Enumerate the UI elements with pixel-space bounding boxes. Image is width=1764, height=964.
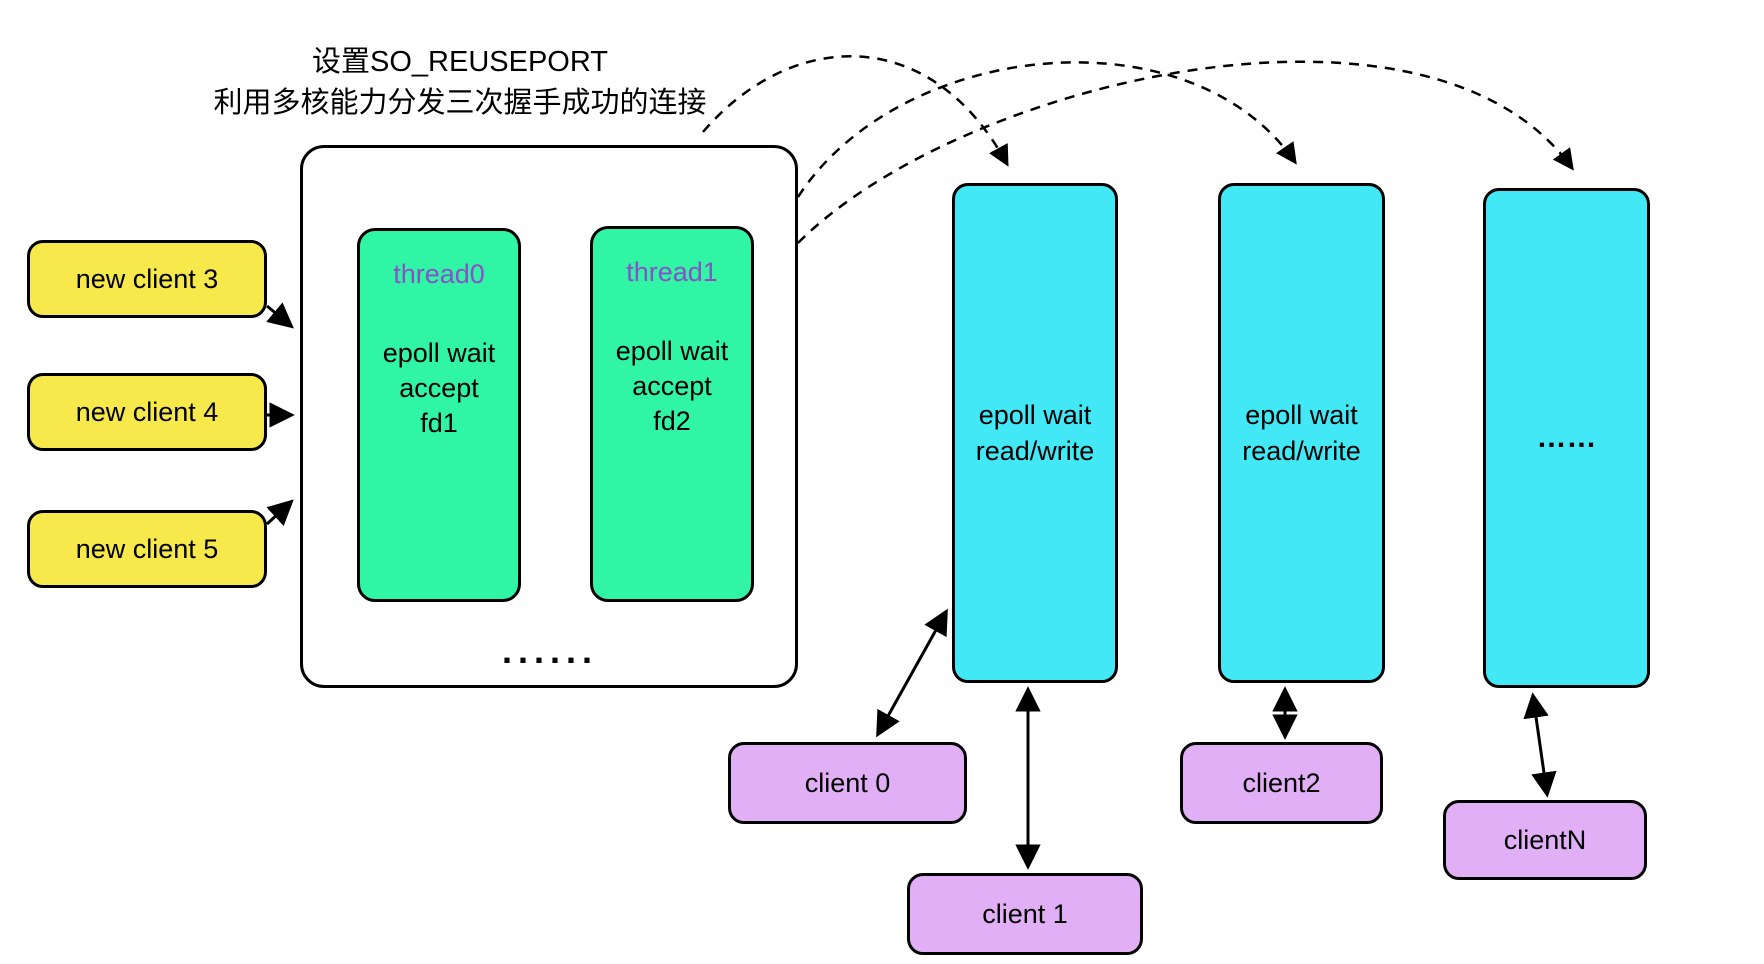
diagram-title: 设置SO_REUSEPORT 利用多核能力分发三次握手成功的连接 bbox=[165, 42, 755, 124]
title-line-1: 设置SO_REUSEPORT bbox=[312, 46, 608, 78]
new-client-5-box: new client 5 bbox=[27, 510, 267, 588]
more-workers-box: …… bbox=[1483, 188, 1650, 688]
client-2-box: client2 bbox=[1180, 742, 1383, 824]
worker2-body: epoll wait read/write bbox=[1242, 400, 1361, 466]
worker3-clientN-arrow bbox=[1523, 692, 1557, 798]
new-client-3-label: new client 3 bbox=[75, 263, 219, 294]
worker2-box: epoll wait read/write bbox=[1218, 183, 1385, 683]
thread1-box: thread1 epoll wait accept fd2 bbox=[590, 226, 754, 602]
client-1-label: client 1 bbox=[982, 898, 1068, 929]
more-threads-ellipsis: ...... bbox=[501, 630, 598, 671]
new-client-5-label: new client 5 bbox=[75, 533, 219, 564]
dispatch-arrow-worker2 bbox=[796, 61, 1297, 198]
thread1-label: thread1 bbox=[626, 257, 718, 287]
worker1-body: epoll wait read/write bbox=[975, 400, 1095, 466]
thread0-box: thread0 epoll wait accept fd1 bbox=[357, 228, 521, 602]
worker1-box: epoll wait read/write bbox=[952, 183, 1118, 683]
client-2-label: client2 bbox=[1242, 767, 1321, 798]
client-0-label: client 0 bbox=[804, 767, 891, 798]
worker1-client0-arrow bbox=[876, 608, 948, 738]
new-client-4-box: new client 4 bbox=[27, 373, 267, 451]
client-n-label: clientN bbox=[1503, 824, 1587, 855]
client-1-box: client 1 bbox=[907, 873, 1143, 955]
thread0-body: epoll wait accept fd1 bbox=[382, 338, 496, 438]
new-client-3-box: new client 3 bbox=[27, 240, 267, 318]
thread0-label: thread0 bbox=[393, 259, 485, 289]
more-workers-ellipsis: …… bbox=[1536, 421, 1597, 454]
title-line-2: 利用多核能力分发三次握手成功的连接 bbox=[213, 87, 707, 119]
new-client-3-arrow bbox=[266, 302, 294, 329]
client-n-box: clientN bbox=[1443, 800, 1647, 880]
new-client-5-arrow bbox=[265, 499, 294, 527]
thread1-body: epoll wait accept fd2 bbox=[615, 336, 729, 436]
client-0-box: client 0 bbox=[728, 742, 967, 824]
dispatch-arrow-worker3 bbox=[797, 60, 1574, 244]
new-client-4-label: new client 4 bbox=[75, 396, 219, 427]
